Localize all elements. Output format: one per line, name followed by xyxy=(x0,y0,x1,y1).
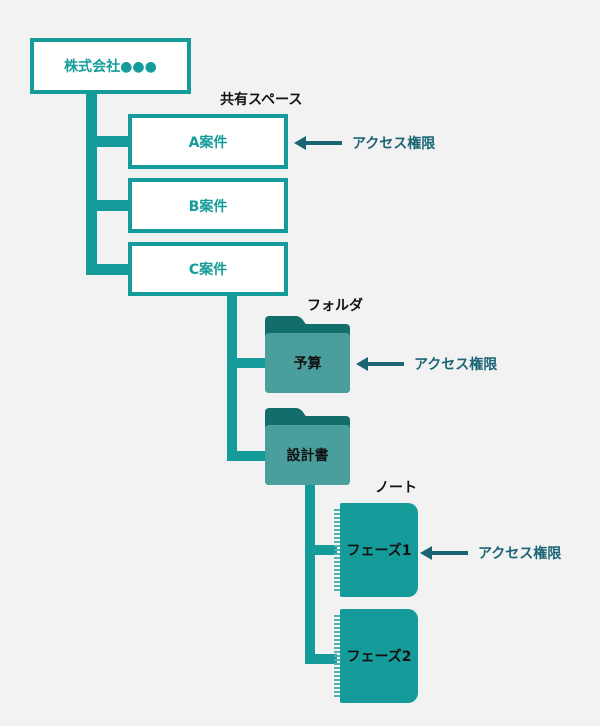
space-label: C案件 xyxy=(188,262,228,278)
notebook-spine-icon xyxy=(334,615,340,697)
notebook-spine-icon xyxy=(334,509,340,591)
folder-node-design[interactable]: 設計書 xyxy=(265,408,350,485)
space-node-a[interactable]: A案件 xyxy=(128,114,288,169)
note-label: フェーズ2 xyxy=(340,609,418,703)
arrow-left-icon xyxy=(420,546,468,560)
access-annotation-phase1: アクセス権限 xyxy=(420,543,561,563)
connector-company-trunk xyxy=(86,92,97,275)
access-label: アクセス権限 xyxy=(352,136,436,152)
connector-folder2-trunk xyxy=(305,484,315,664)
connector-b xyxy=(86,200,130,211)
access-label: アクセス権限 xyxy=(478,546,562,562)
connector-note-2 xyxy=(305,654,337,664)
connector-folder-2 xyxy=(227,451,267,461)
note-section-label: ノート xyxy=(375,480,417,496)
space-node-c[interactable]: C案件 xyxy=(128,242,288,296)
note-label: フェーズ1 xyxy=(340,503,418,597)
folder-label: 予算 xyxy=(265,333,350,393)
arrow-left-icon xyxy=(356,357,404,371)
connector-note-1 xyxy=(305,545,337,555)
connector-a xyxy=(86,136,130,147)
connector-c xyxy=(86,264,130,275)
note-node-phase2[interactable]: フェーズ2 xyxy=(334,609,418,703)
arrow-left-icon xyxy=(294,136,342,150)
company-node[interactable]: 株式会社●●● xyxy=(30,38,191,94)
folder-node-budget[interactable]: 予算 xyxy=(265,316,350,393)
space-label: B案件 xyxy=(188,198,228,215)
access-annotation-a: アクセス権限 xyxy=(294,133,435,153)
access-label: アクセス権限 xyxy=(414,357,498,373)
connector-folder-1 xyxy=(227,358,267,368)
space-node-b[interactable]: B案件 xyxy=(128,178,288,233)
connector-c-trunk xyxy=(227,292,237,461)
space-label: A案件 xyxy=(188,134,228,151)
access-annotation-budget: アクセス権限 xyxy=(356,354,497,374)
folder-label: 設計書 xyxy=(265,425,350,485)
note-node-phase1[interactable]: フェーズ1 xyxy=(334,503,418,597)
folder-section-label: フォルダ xyxy=(307,298,363,314)
shared-space-label: 共有スペース xyxy=(220,92,303,108)
company-label: 株式会社●●● xyxy=(64,59,157,75)
